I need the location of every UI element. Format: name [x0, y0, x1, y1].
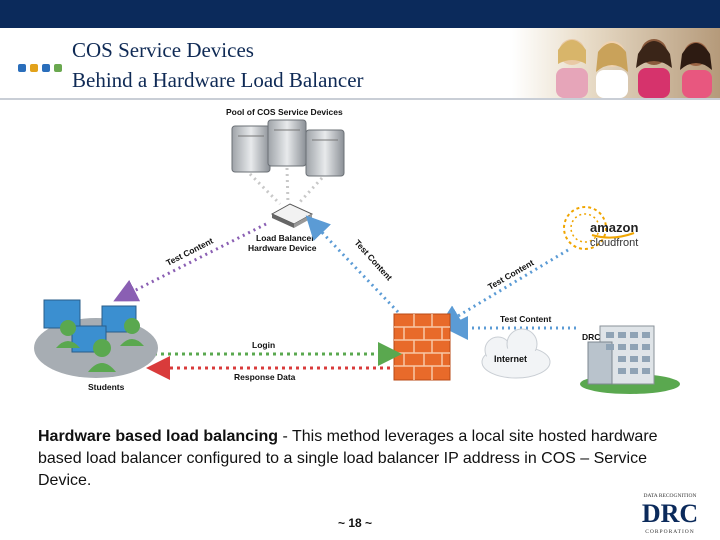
slide-caption: Hardware based load balancing - This met…	[38, 426, 678, 492]
cdn-to-firewall-arrow	[437, 248, 569, 329]
login-label: Login	[252, 340, 275, 350]
logo-bottom-text: CORPORATION	[645, 529, 695, 535]
cloudfront-word: cloudfront	[590, 237, 638, 249]
internet-label: Internet	[494, 354, 527, 364]
slide-title: COS Service Devices Behind a Hardware Lo…	[72, 35, 364, 95]
internet-cloud-icon	[481, 328, 551, 379]
drc-label: DRC	[582, 332, 600, 342]
top-banner	[0, 0, 720, 28]
pool-link	[285, 167, 290, 205]
header-dots	[18, 59, 66, 77]
page-number: ~ 18 ~	[338, 516, 373, 530]
logo-main-text: DRC	[642, 499, 698, 528]
caption-bold: Hardware based load balancing	[38, 428, 279, 445]
firewall-icon	[393, 313, 451, 381]
drc-corporation-logo: DATA RECOGNITION DRC CORPORATION	[642, 493, 698, 535]
caption-text: - This method leverages a local site hos…	[38, 428, 658, 489]
pool-label: Pool of COS Service Devices	[226, 107, 343, 117]
lb-label-line-1: Load Balancer	[256, 233, 315, 243]
server-pool-icon	[231, 119, 345, 177]
test-content-label-drc: Test Content	[500, 314, 551, 324]
students-label: Students	[88, 382, 125, 392]
amazon-word: amazon	[590, 220, 638, 235]
test-content-label-cdn: Test Content	[486, 257, 536, 291]
load-balancer-icon	[270, 203, 314, 228]
test-content-label-mid: Test Content	[353, 238, 395, 283]
pool-link	[296, 176, 324, 206]
amazon-cloudfront-logo: amazon cloudfront	[563, 206, 638, 250]
lb-label-line-2: Hardware Device	[248, 243, 317, 253]
dot-icon	[30, 64, 38, 72]
response-label: Response Data	[234, 372, 296, 382]
dot-icon	[18, 64, 26, 72]
dot-icon	[54, 64, 62, 72]
drc-building-icon	[580, 325, 680, 394]
logo-top-text: DATA RECOGNITION	[644, 493, 697, 499]
title-line-1: COS Service Devices	[72, 38, 254, 62]
title-line-2: Behind a Hardware Load Balancer	[72, 68, 364, 92]
pool-link	[248, 172, 282, 206]
header-divider	[0, 98, 720, 100]
dot-icon	[42, 64, 50, 72]
students-photo	[512, 28, 720, 98]
network-diagram: Pool of COS Service Devices Load Balance…	[34, 107, 680, 394]
students-icon	[34, 299, 158, 378]
test-content-to-lb-arrow	[305, 215, 400, 314]
test-content-to-students-arrow	[113, 222, 267, 302]
